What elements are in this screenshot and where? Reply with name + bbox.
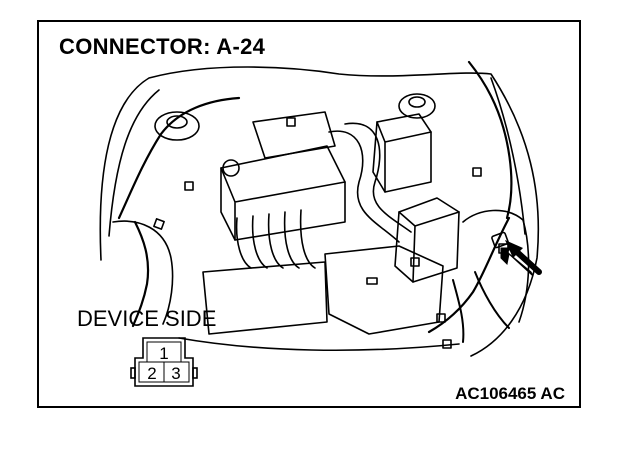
device-side-label: DEVICE SIDE xyxy=(77,306,217,331)
battery xyxy=(372,113,432,193)
transmission xyxy=(324,245,444,335)
cam-cover xyxy=(252,111,336,159)
left-wiring-harness xyxy=(117,96,241,328)
target-connector xyxy=(491,231,509,249)
diagram-frame: CONNECTOR: A-24 xyxy=(37,20,581,408)
intake-runners xyxy=(235,209,316,269)
hood-hinge-left xyxy=(108,89,160,237)
connector-pin-3: 3 xyxy=(171,364,180,383)
figure-id: AC106465 AC xyxy=(455,384,565,403)
right-strut-tower xyxy=(398,93,436,119)
radiator-support xyxy=(178,337,460,352)
left-strut-tower xyxy=(154,111,200,141)
hood-hinge-right xyxy=(490,77,526,235)
air-intake-hose xyxy=(328,130,400,243)
engine-cover xyxy=(220,145,346,241)
engine-bay-illustration: 1 2 3 xyxy=(99,60,542,387)
connector-face xyxy=(130,337,198,387)
right-fender-edge xyxy=(462,209,530,323)
diagram-title: CONNECTOR: A-24 xyxy=(59,34,266,59)
connector-pin-1: 1 xyxy=(159,344,168,363)
oil-filler-cap xyxy=(222,159,240,177)
connector-pin-2: 2 xyxy=(147,364,156,383)
pointer-arrow xyxy=(500,247,534,277)
engine-bay-outline xyxy=(99,66,540,357)
air-cleaner-box xyxy=(394,197,460,283)
